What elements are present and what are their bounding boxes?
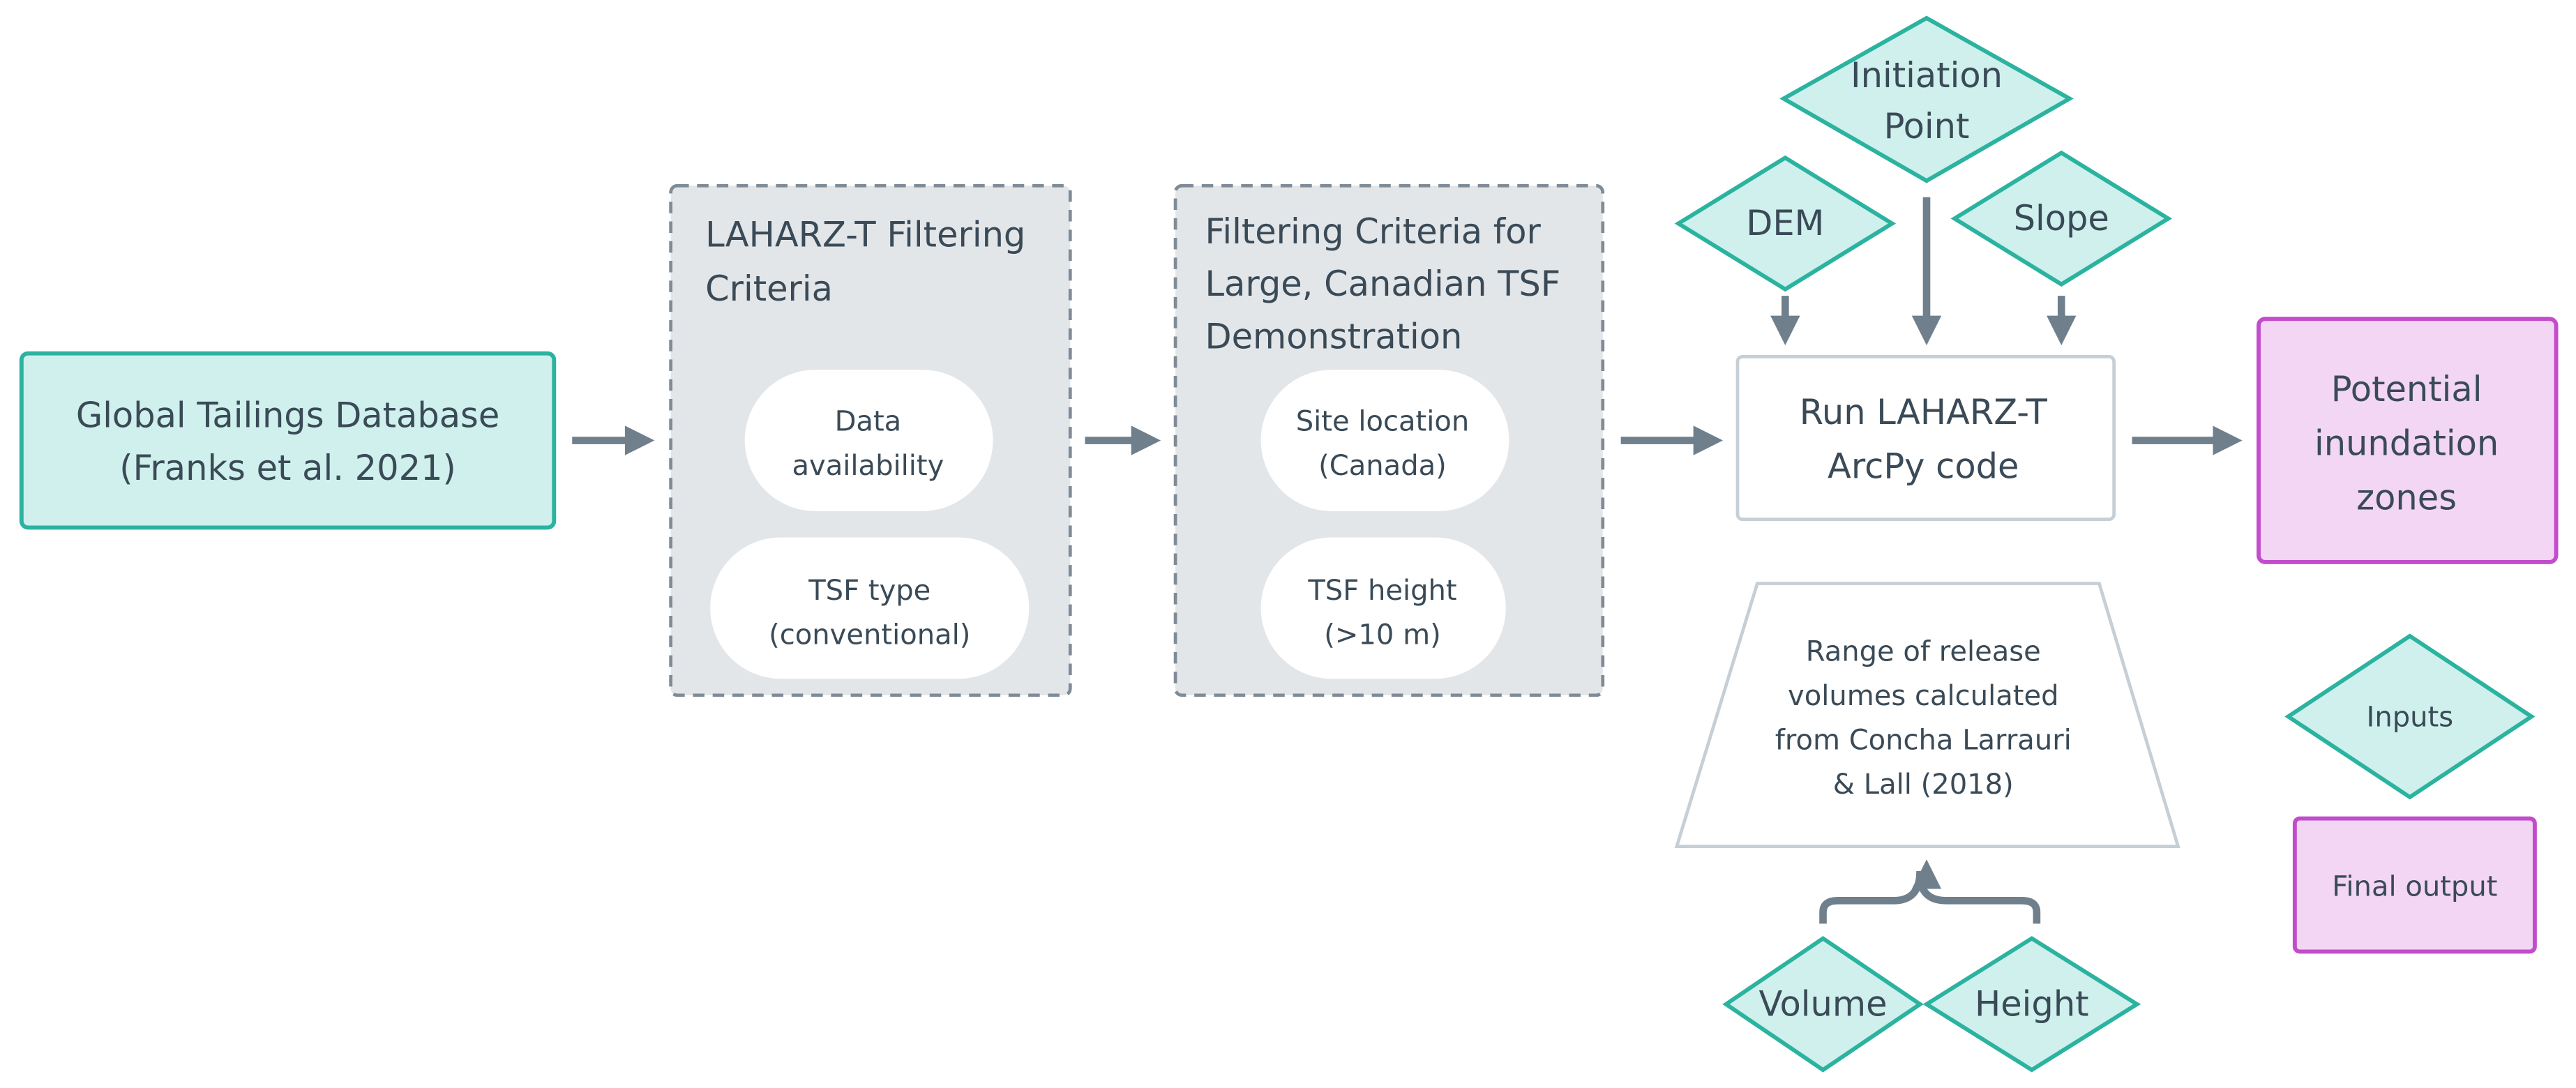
dem-label: DEM bbox=[1746, 203, 1824, 243]
input-initiation-point: Initiation Point bbox=[1779, 15, 2074, 183]
group-laharz-filtering-criteria: LAHARZ-T Filtering Criteria Data availab… bbox=[669, 183, 1072, 697]
node-site-location: Site location (Canada) bbox=[1260, 370, 1509, 511]
site-location-line2: (Canada) bbox=[1318, 450, 1447, 482]
node-tsf-type: TSF type (conventional) bbox=[710, 537, 1030, 679]
node-run-laharz-code: Run LAHARZ-T ArcPy code bbox=[1735, 355, 2116, 522]
canadian-group-title-line3: Demonstration bbox=[1205, 317, 1462, 357]
input-slope: Slope bbox=[1950, 150, 2173, 287]
input-dem: DEM bbox=[1674, 155, 1897, 292]
node-release-volumes: Range of release volumes calculated from… bbox=[1674, 582, 2180, 848]
release-volumes-line3: from Concha Larrauri bbox=[1775, 725, 2072, 757]
run-code-line2: ArcPy code bbox=[1828, 446, 2019, 487]
height-label: Height bbox=[1975, 983, 2089, 1024]
initiation-point-line2: Point bbox=[1884, 106, 1970, 146]
database-label-line2: (Franks et al. 2021) bbox=[119, 448, 456, 488]
input-volume: Volume bbox=[1722, 936, 1924, 1073]
volume-label: Volume bbox=[1759, 983, 1888, 1024]
run-code-line1: Run LAHARZ-T bbox=[1800, 392, 2048, 432]
laharz-group-title-line1: LAHARZ-T Filtering bbox=[705, 214, 1025, 255]
tsf-height-line1: TSF height bbox=[1307, 575, 1456, 607]
output-line3: zones bbox=[2356, 478, 2457, 518]
tsf-type-line1: TSF type bbox=[808, 575, 931, 607]
legend-final-output: Final output bbox=[2292, 816, 2537, 954]
output-line2: inundation bbox=[2314, 423, 2499, 464]
initiation-point-line1: Initiation bbox=[1851, 55, 2003, 96]
output-line1: Potential bbox=[2331, 369, 2483, 409]
legend-inputs-label: Inputs bbox=[2367, 702, 2454, 734]
laharz-group-title-line2: Criteria bbox=[705, 269, 833, 309]
node-tsf-height: TSF height (>10 m) bbox=[1260, 537, 1506, 679]
group-canadian-tsf-criteria: Filtering Criteria for Large, Canadian T… bbox=[1173, 183, 1605, 697]
site-location-line1: Site location bbox=[1296, 405, 1470, 437]
data-availability-line2: availability bbox=[792, 450, 944, 482]
database-label-line1: Global Tailings Database bbox=[76, 395, 499, 436]
node-potential-inundation-zones: Potential inundation zones bbox=[2257, 317, 2559, 564]
node-data-availability: Data availability bbox=[744, 370, 993, 511]
canadian-group-title-line2: Large, Canadian TSF bbox=[1205, 264, 1560, 304]
release-volumes-line1: Range of release bbox=[1806, 635, 2041, 667]
tsf-height-line2: (>10 m) bbox=[1324, 619, 1441, 651]
legend-inputs: Inputs bbox=[2284, 633, 2536, 800]
slope-label: Slope bbox=[2014, 198, 2109, 239]
data-availability-line1: Data bbox=[835, 405, 902, 437]
release-volumes-line4: & Lall (2018) bbox=[1833, 769, 2014, 801]
node-global-tailings-database: Global Tailings Database (Franks et al. … bbox=[19, 351, 557, 530]
input-height: Height bbox=[1922, 936, 2141, 1073]
release-volumes-line2: volumes calculated bbox=[1788, 680, 2058, 712]
canadian-group-title-line1: Filtering Criteria for bbox=[1205, 211, 1541, 252]
legend-final-output-label: Final output bbox=[2332, 870, 2497, 902]
tsf-type-line2: (conventional) bbox=[769, 619, 970, 651]
